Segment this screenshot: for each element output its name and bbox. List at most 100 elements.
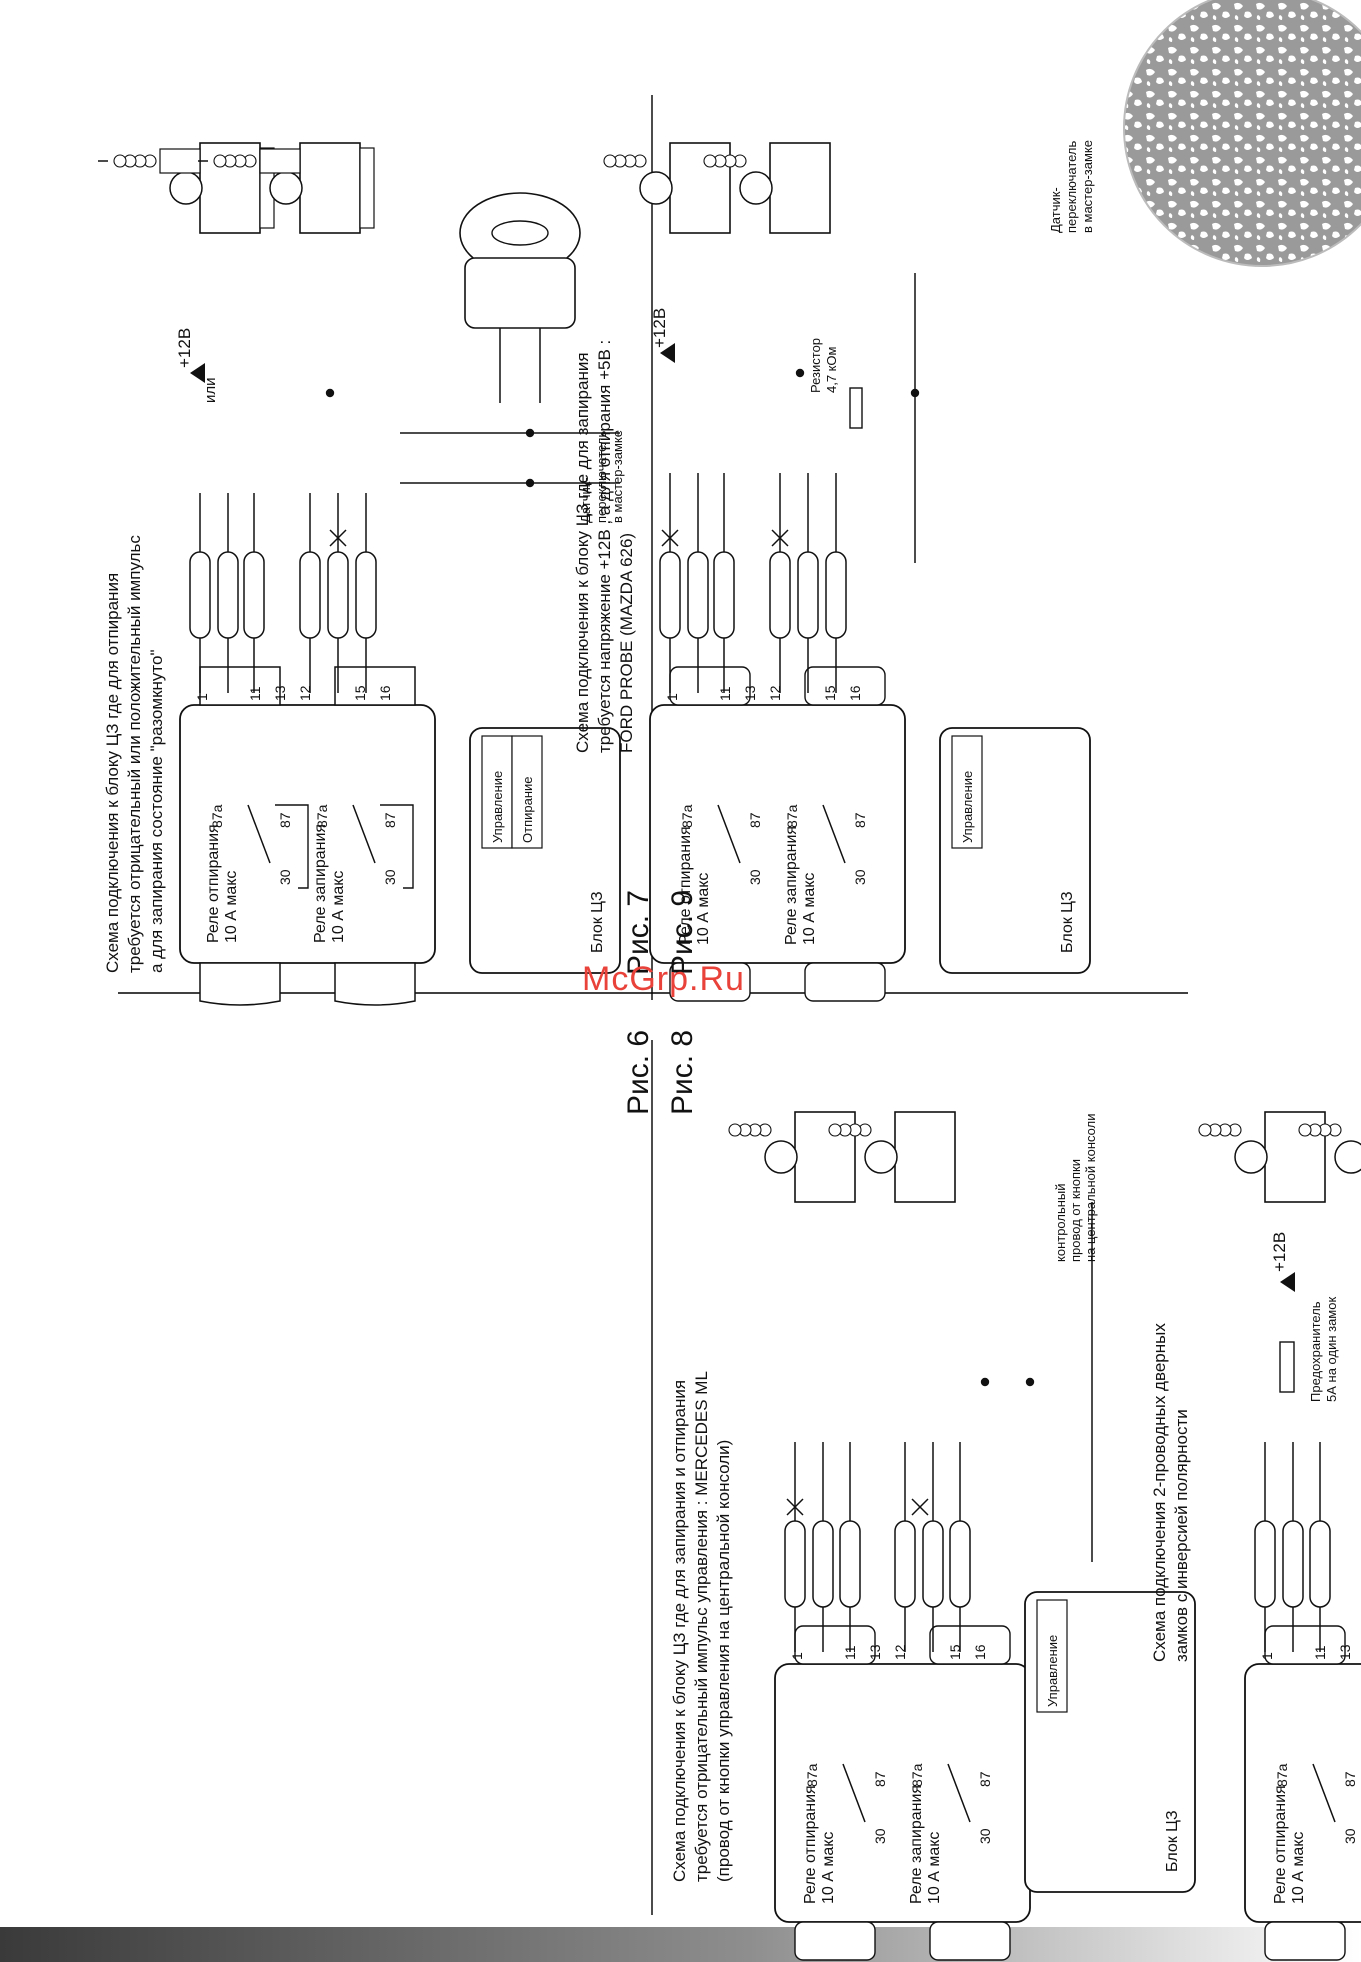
fig9-supply-label: +12В: [1270, 1232, 1289, 1272]
connector-plug: [243, 551, 265, 639]
lock-actuator-bellows: [213, 154, 227, 168]
cl-unit-input-cell: [511, 735, 543, 849]
relay-housing: [649, 704, 906, 964]
lock-actuator-body: [769, 142, 831, 234]
fig8-control-wire-label: на центральной консоли: [1083, 1114, 1098, 1262]
contact-87: 87: [277, 812, 293, 828]
connector-plug: [812, 1520, 834, 1608]
relay-lock-label: 10 А макс: [926, 1832, 943, 1904]
contact-87: 87: [382, 812, 398, 828]
fig6-title: Схема подключения к блоку ЦЗ где для отп…: [103, 573, 122, 973]
relay-contact-arm: [717, 804, 741, 864]
relay-internal-wire: [275, 804, 309, 889]
relay-unlock-label: Реле отпирания: [677, 826, 694, 945]
relay-pin-11: 11: [717, 686, 733, 701]
lock-actuator-bellows: [1198, 1123, 1212, 1137]
fig7-label: Рис. 7: [622, 890, 655, 975]
relay-mount-tab: [199, 666, 281, 706]
fig7-title: требуется напряжение +12В , а для отпира…: [595, 340, 614, 753]
relay-contact-arm: [247, 804, 271, 864]
lock-cylinder: [464, 257, 576, 329]
contact-30: 30: [277, 869, 293, 885]
cl-unit-input-cell: [1036, 1599, 1068, 1713]
junction-dot: [1025, 1377, 1035, 1387]
connector-plug: [659, 551, 681, 639]
fig7-resistor-label: Резистор: [808, 338, 823, 393]
cut-mark: [786, 1498, 804, 1516]
junction-dot: [795, 368, 805, 378]
cut-mark: [661, 529, 679, 547]
resistor-symbol: [849, 387, 863, 429]
figure-8: Схема подключения к блоку ЦЗ где для зап…: [670, 1111, 1196, 1961]
relay-pin-1: 1: [194, 693, 210, 701]
fig8-title: Схема подключения к блоку ЦЗ где для зап…: [670, 1380, 689, 1882]
lock-actuator-cap: [639, 171, 673, 205]
contact-30: 30: [852, 869, 868, 885]
relay-mount-tab: [1264, 1921, 1346, 1961]
contact-87a: 87a: [804, 1763, 820, 1787]
globe-decoration: [1123, 0, 1361, 267]
cl-unit-input-cell: [951, 735, 983, 849]
fig7-sensor-label: в мастер-замке: [1080, 140, 1095, 233]
fig6-or-label: или: [202, 377, 219, 403]
lock-actuator-cap: [739, 171, 773, 205]
fig9-label: Рис. 9: [666, 890, 699, 975]
relay-contact-arm: [1312, 1763, 1336, 1823]
relay-pin-13: 13: [1337, 1644, 1353, 1660]
relay-mount-tab: [929, 1921, 1011, 1961]
relay-mount-tab: [1264, 1625, 1346, 1665]
contact-87a: 87a: [314, 804, 330, 828]
lock-actuator-bellows: [1298, 1123, 1312, 1137]
relay-pin-13: 13: [742, 685, 758, 701]
cl-unit-input-label: Отпирание: [520, 777, 535, 844]
cut-mark: [329, 529, 347, 547]
connector-plug: [355, 551, 377, 639]
relay-lock-label: Реле запирания: [783, 826, 800, 945]
figure-6: Схема подключения к блоку ЦЗ где для отп…: [98, 142, 625, 1006]
fuse-symbol: [1279, 1341, 1295, 1393]
cl-unit-label: Блок ЦЗ: [589, 891, 606, 953]
relay-mount-tab: [929, 1625, 1011, 1665]
connector-plug: [687, 551, 709, 639]
contact-87: 87: [852, 812, 868, 828]
fig6-title: а для запирания состояние "разомкнуто": [147, 650, 166, 974]
relay-mount-tab: [804, 962, 886, 1002]
fig6-sensor-label: переключатель: [594, 430, 609, 523]
relay-lock-label: 10 А макс: [801, 873, 818, 945]
junction-dot: [980, 1377, 990, 1387]
relay-pin-12: 12: [297, 685, 313, 701]
relay-unlock-label: Реле отпирания: [802, 1785, 819, 1904]
relay-lock-label: Реле запирания: [908, 1785, 925, 1904]
relay-pin-16: 16: [847, 685, 863, 701]
lock-actuator-rod: [159, 148, 201, 174]
connector-plug: [922, 1520, 944, 1608]
supply-arrow: [190, 363, 205, 383]
cl-unit-input-label: Управление: [960, 771, 975, 843]
relay-pin-15: 15: [822, 685, 838, 701]
relay-pin-11: 11: [842, 1645, 858, 1660]
relay-pin-12: 12: [767, 685, 783, 701]
contact-87a: 87a: [1274, 1763, 1290, 1787]
lock-actuator-cap: [764, 1140, 798, 1174]
supply-arrow: [660, 343, 675, 363]
relay-pin-15: 15: [352, 685, 368, 701]
fig9-fuse-label: 5А на один замок: [1324, 1297, 1339, 1402]
relay-pin-13: 13: [867, 1644, 883, 1660]
cl-unit-label: Блок ЦЗ: [1164, 1810, 1181, 1872]
fig7-frame: Схема подключения к блоку ЦЗ где для зап…: [573, 140, 1095, 1002]
lock-actuator-bellows: [703, 154, 717, 168]
connector-plug: [1254, 1520, 1276, 1608]
cl-unit-input-label: Управление: [490, 771, 505, 843]
lock-actuator-cap: [169, 171, 203, 205]
relay-unlock-label: 10 А макс: [820, 1832, 837, 1904]
fig7-title: FORD PROBE (MAZDA 626): [617, 533, 636, 753]
relay-unlock-label: Реле отпирания: [205, 824, 222, 943]
fig6-sensor-label: Датчик-: [578, 477, 593, 523]
contact-87a: 87a: [679, 804, 695, 828]
connector-plug: [949, 1520, 971, 1608]
cut-mark: [771, 529, 789, 547]
fig9-title: Схема подключения 2-проводных дверных: [1150, 1323, 1169, 1662]
contact-87a: 87a: [909, 1763, 925, 1787]
lock-actuator-cap: [269, 171, 303, 205]
